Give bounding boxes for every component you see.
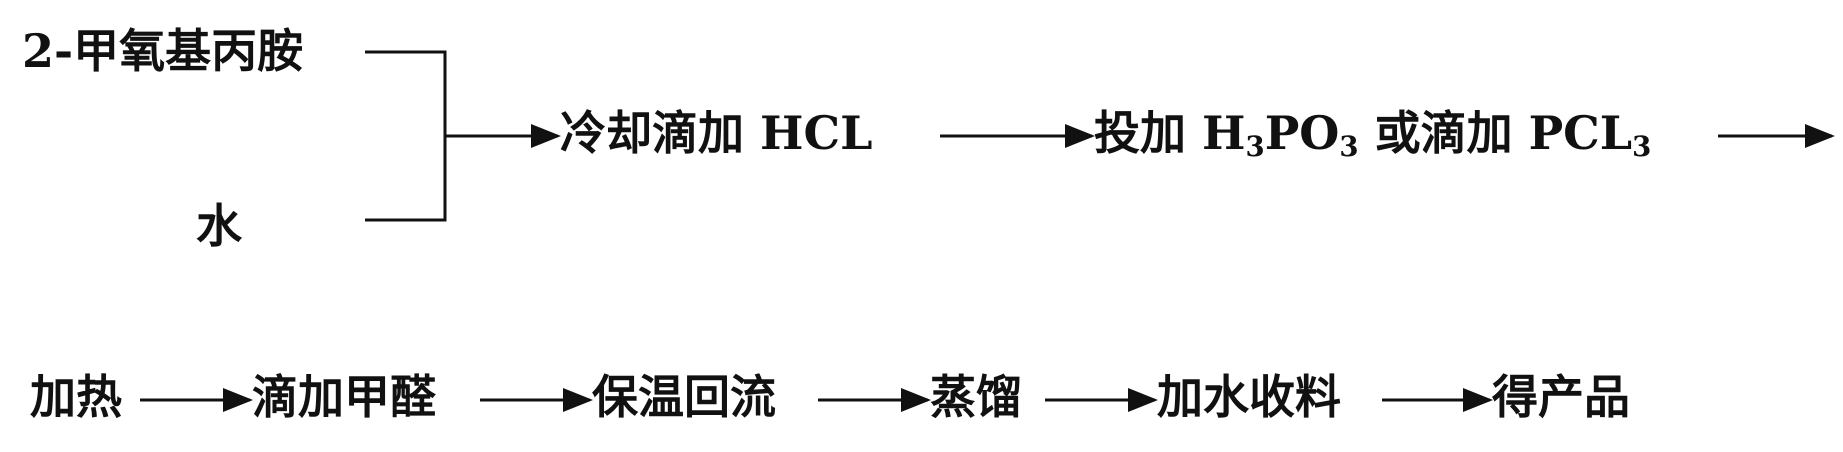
input-2-methoxypropylamine: 2-甲氧基丙胺 [22, 24, 304, 78]
step-add-water-collect: 加水收料 [1157, 370, 1341, 424]
step-product: 得产品 [1492, 370, 1630, 424]
input-water: 水 [196, 199, 242, 253]
input-bracket [365, 50, 447, 222]
step-add-h3po3-or-pcl3: 投加 H3PO3 或滴加 PCL3 [1094, 106, 1652, 163]
step-distill: 蒸馏 [930, 370, 1022, 424]
step-heat: 加热 [30, 370, 122, 424]
step-cool-add-hcl: 冷却滴加 HCL [560, 106, 873, 160]
step-reflux: 保温回流 [592, 370, 776, 424]
step-add-formaldehyde: 滴加甲醛 [252, 370, 436, 424]
